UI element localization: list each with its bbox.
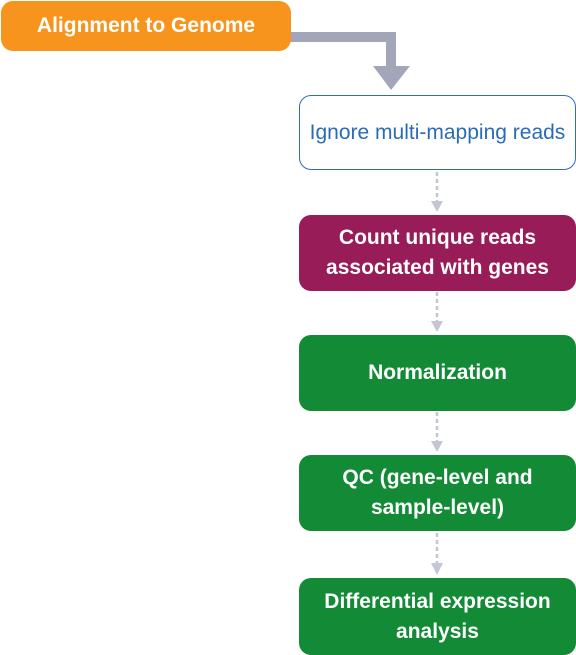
elbow-connector-line [290,32,396,68]
step-label: Differential expression analysis [324,589,551,643]
step-alignment-to-genome: Alignment to Genome [1,1,291,51]
step-ignore-multi-mapping-reads: Ignore multi-mapping reads [299,95,576,170]
step-label: QC (gene-level and sample-level) [342,466,533,519]
step-count-unique-reads: Count unique reads associated with genes [299,215,576,291]
step-differential-expression-analysis: Differential expression analysis [299,578,576,655]
dotted-arrowhead-icon-1 [431,201,443,212]
step-label: Count unique reads associated with genes [326,226,549,279]
dotted-arrowhead-icon-4 [431,563,443,575]
step-label: Alignment to Genome [36,14,256,37]
step-label: Ignore multi-mapping reads [309,120,566,144]
step-normalization: Normalization [299,335,576,411]
dotted-arrowhead-icon-2 [431,321,443,332]
step-label: Normalization [368,361,507,384]
elbow-arrowhead-icon [373,66,410,90]
step-qc: QC (gene-level and sample-level) [299,455,576,531]
dotted-arrowhead-icon-3 [431,441,443,452]
